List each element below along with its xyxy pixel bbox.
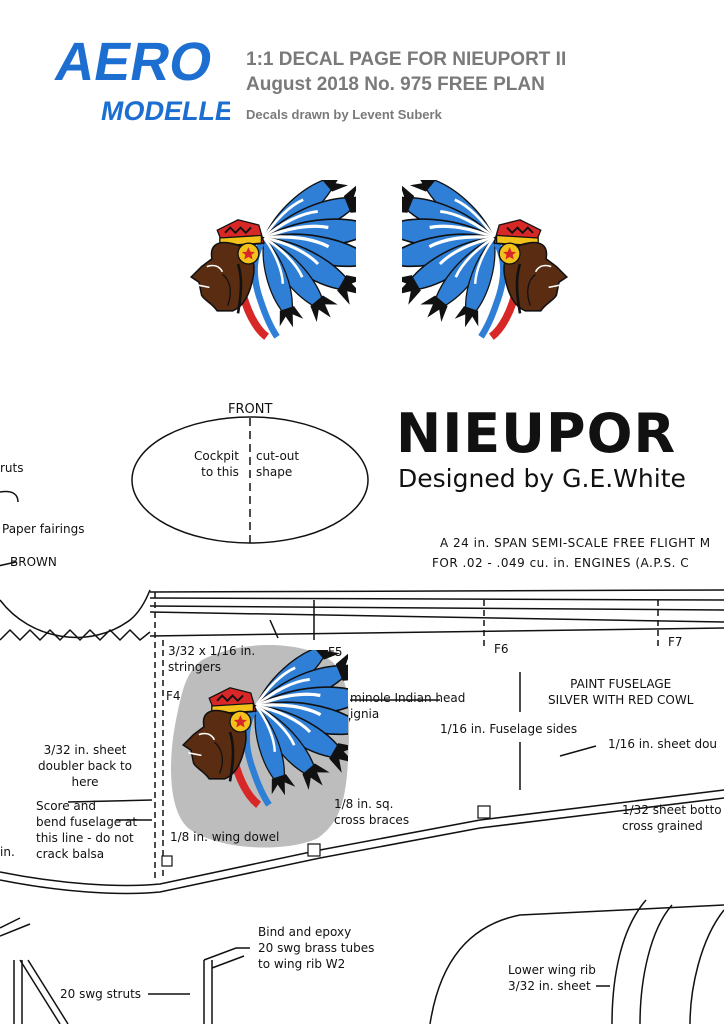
note-sheet-bottom: 1/32 sheet botto cross grained [622,803,722,833]
note-bind-epoxy: Bind and epoxy 20 swg brass tubes to win… [258,925,375,971]
note-wing-dowel: 1/8 in. wing dowel [170,830,280,844]
spec-line-1: A 24 in. SPAN SEMI-SCALE FREE FLIGHT M [440,536,711,550]
note-lower-wing-rib: Lower wing rib 3/32 in. sheet [508,963,596,993]
label-f4: F4 [166,689,181,703]
spec-line-2: FOR .02 - .049 cu. in. ENGINES (A.P.S. C [432,556,690,570]
header-title: 1:1 DECAL PAGE FOR NIEUPORT II [246,49,567,70]
label-f7: F7 [668,635,683,649]
header-issue: August 2018 No. 975 FREE PLAN [246,74,545,95]
front-label: FRONT [228,402,273,417]
note-in-fragment: in. [0,845,15,859]
note-stringers: 3/32 x 1/16 in. stringers [168,644,256,674]
cockpit-right-note: cut-out shape [256,449,300,479]
logo-modeller-text: MODELLER [99,95,230,126]
note-paper-fairings: Paper fairings [2,522,85,536]
plan-designer: Designed by G.E.White [398,464,686,493]
logo-aero-text: AERO [51,31,218,92]
aero-modeller-logo: AERO MODELLER [51,31,230,126]
note-indian-head: minole Indian head ignia [350,691,466,721]
note-cross-braces: 1/8 in. sq. cross braces [334,797,410,827]
note-brown: BROWN [10,555,57,569]
note-struts: ruts [0,461,24,475]
note-fuselage-sides: 1/16 in. Fuselage sides [440,722,578,736]
note-paint-fuselage: PAINT FUSELAGE SILVER WITH RED COWL [548,677,694,707]
label-f5: F5 [328,645,343,659]
note-sheet-doubler: 3/32 in. sheet doubler back to here [38,743,133,789]
label-f6: F6 [494,642,509,656]
note-swg-struts: 20 swg struts [60,987,142,1001]
header-credit: Decals drawn by Levent Suberk [246,107,442,122]
note-sheet-doubler-right: 1/16 in. sheet dou [608,737,718,751]
plan-title: NIEUPOR [396,402,677,465]
note-score-bend: Score and bend fuselage at this line - d… [36,799,138,861]
cockpit-left-note: Cockpit to this [194,449,239,479]
cowl-curve [0,589,151,639]
